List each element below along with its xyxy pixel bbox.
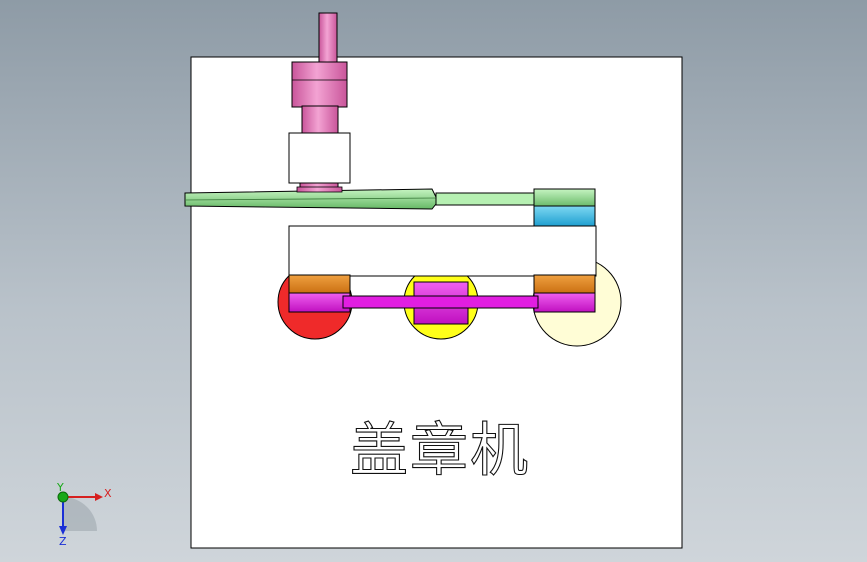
x-axis-label: X: [104, 487, 112, 500]
crank-block-right: [533, 274, 596, 295]
spindle-top: [318, 12, 338, 64]
drawing-title: 盖章机: [350, 416, 530, 484]
slider-block-right: [533, 292, 596, 313]
triad-shadow: [63, 497, 97, 531]
frame-beam: [288, 225, 597, 277]
connecting-rod: [342, 295, 539, 309]
z-axis-label: Z: [59, 535, 67, 548]
drive-belt: [435, 192, 539, 206]
small-pulley: [533, 188, 596, 208]
y-axis-label: Y: [56, 481, 64, 494]
y-axis-dot-icon: [57, 491, 69, 503]
x-axis-arrow-icon: [95, 493, 103, 501]
small-pulley-hub: [533, 205, 596, 227]
crank-block-left: [288, 274, 351, 295]
pulley-groove-line: [184, 197, 437, 201]
spindle-neck: [301, 105, 339, 135]
spindle-collar: [291, 61, 348, 108]
large-pulley-hub: [296, 186, 343, 193]
bearing-block: [288, 132, 351, 184]
z-axis-arrow-icon: [59, 526, 67, 535]
orientation-triad: X Y Z: [56, 481, 112, 548]
slider-block-left: [288, 292, 351, 313]
